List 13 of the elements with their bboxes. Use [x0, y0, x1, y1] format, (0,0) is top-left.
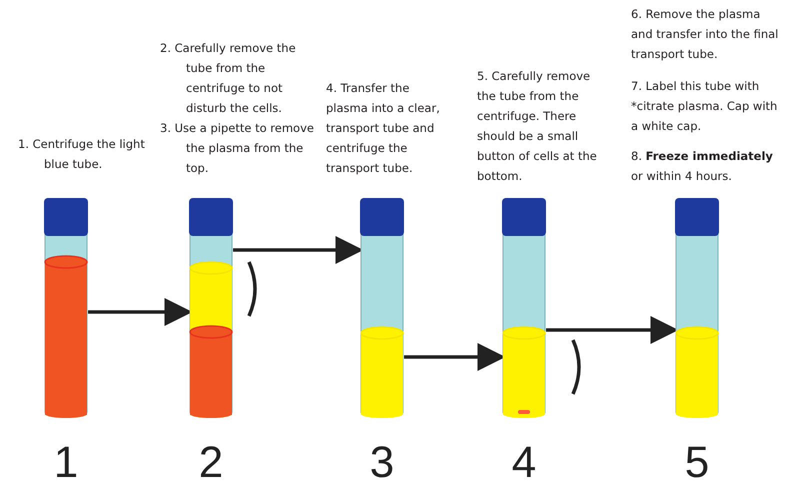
- step-text: 1. Centrifuge the light blue tube.: [18, 136, 146, 173]
- step-text: 3. Use a pipette to remove the plasma from the top.: [160, 120, 315, 177]
- step-text: 8. Freeze immediately or within 4 hours.: [631, 148, 774, 185]
- step-text: 7. Label this tube with *citrate plasma. Cap with a white cap.: [631, 78, 778, 135]
- step-text: 5. Carefully remove the tube from the centrifuge. There should be a small button of cells at the bottom.: [477, 68, 598, 185]
- step-text: 2. Carefully remove the tube from the centrifuge to not disturb the cells.: [160, 40, 297, 117]
- step-number: 5: [684, 438, 710, 488]
- step-number: 4: [510, 438, 538, 488]
- step-number: 3: [368, 438, 396, 488]
- step-text: 4. Transfer the plasma into a clear, transport tube and centrifuge the transport tube.: [326, 80, 441, 177]
- step-number: 1: [52, 438, 80, 488]
- step-number: 2: [198, 438, 224, 488]
- step-text: 6. Remove the plasma and transfer into the final transport tube.: [631, 6, 780, 63]
